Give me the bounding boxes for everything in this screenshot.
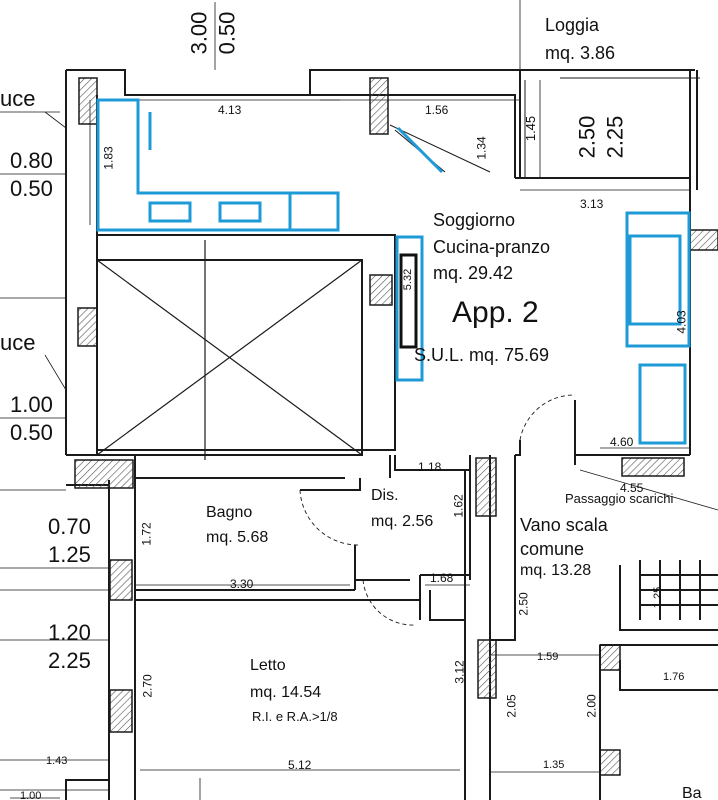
soggiorno-area: mq. 29.42 xyxy=(433,263,514,283)
window-ratio-top-b: 0.50 xyxy=(214,11,240,55)
dim-135: 1.35 xyxy=(543,759,565,771)
dim-162: 1.62 xyxy=(451,494,466,518)
dim-403: 4.03 xyxy=(674,310,689,334)
furniture xyxy=(96,98,691,445)
dim-512: 5.12 xyxy=(288,758,312,772)
dim-168: 1.68 xyxy=(430,571,454,585)
left-label-2: uce xyxy=(0,330,36,355)
window-ratio-4-bottom: 2.25 xyxy=(48,648,91,673)
loggia-name: Loggia xyxy=(545,15,600,35)
dim-250: 2.50 xyxy=(516,592,531,616)
dim-413: 4.13 xyxy=(218,103,242,117)
window-ratio-loggia-a: 2.50 xyxy=(574,115,600,159)
dim-134: 1.34 xyxy=(474,136,489,160)
window-ratio-4-top: 1.20 xyxy=(48,620,91,645)
window-ratio-loggia-b: 2.25 xyxy=(602,115,628,159)
bagno-area: mq. 5.68 xyxy=(206,529,269,546)
dim-156: 1.56 xyxy=(425,103,449,117)
soggiorno-name: Soggiorno xyxy=(433,210,516,230)
dim-100: 1.00 xyxy=(20,790,42,800)
letto-ratio: R.I. e R.A.>1/8 xyxy=(252,709,338,724)
dim-455: 4.55 xyxy=(620,481,644,495)
dim-176: 1.76 xyxy=(663,671,685,683)
vano-scala-subname: comune xyxy=(520,539,585,559)
sul-area: S.U.L. mq. 75.69 xyxy=(414,345,550,365)
dim-313: 3.13 xyxy=(580,197,604,211)
dim-172: 1.72 xyxy=(139,522,154,546)
dim-312: 3.12 xyxy=(452,660,467,684)
apartment-name: App. 2 xyxy=(452,296,539,329)
dim-205: 2.05 xyxy=(504,694,519,718)
dim-143: 1.43 xyxy=(46,755,68,767)
window-ratio-3-bottom: 1.25 xyxy=(48,542,91,567)
soggiorno-subname: Cucina-pranzo xyxy=(433,237,551,257)
window-ratio-1-top: 0.80 xyxy=(10,148,53,173)
loggia-area: mq. 3.86 xyxy=(545,43,616,63)
passaggio-scarichi: Passaggio scarichi xyxy=(565,491,674,506)
dim-532: 5.32 xyxy=(402,268,415,291)
loggia-window xyxy=(389,77,700,178)
dis-area: mq. 2.56 xyxy=(371,513,434,530)
light-well xyxy=(96,240,363,460)
vano-scala-area: mq. 13.28 xyxy=(520,562,592,579)
left-label-1: uce xyxy=(0,86,36,111)
letto-name: Letto xyxy=(250,657,286,674)
dim-159: 1.59 xyxy=(537,651,559,663)
dim-125: 1.25 xyxy=(652,586,665,609)
letto-area: mq. 14.54 xyxy=(250,684,322,701)
window-ratio-3-top: 0.70 xyxy=(48,514,91,539)
dim-118: 1.18 xyxy=(418,460,442,474)
bottom-right-label: Ba xyxy=(682,785,702,800)
kitchen-counter xyxy=(399,253,418,349)
window-ratio-2-top: 1.00 xyxy=(10,392,53,417)
dim-270: 2.70 xyxy=(140,674,155,698)
dim-460: 4.60 xyxy=(610,435,634,449)
dim-200: 2.00 xyxy=(584,694,599,718)
doors xyxy=(299,394,576,626)
dim-183: 1.83 xyxy=(101,146,116,170)
bagno-name: Bagno xyxy=(206,504,253,521)
dim-145: 1.45 xyxy=(523,115,539,142)
vano-scala-name: Vano scala xyxy=(520,515,608,535)
window-ratio-2-bottom: 0.50 xyxy=(10,420,53,445)
dim-330: 3.30 xyxy=(230,577,254,591)
pillars xyxy=(74,77,718,776)
window-ratio-1-bottom: 0.50 xyxy=(10,176,53,201)
window-ratio-top-a: 3.00 xyxy=(186,11,212,55)
dis-name: Dis. xyxy=(371,487,399,504)
